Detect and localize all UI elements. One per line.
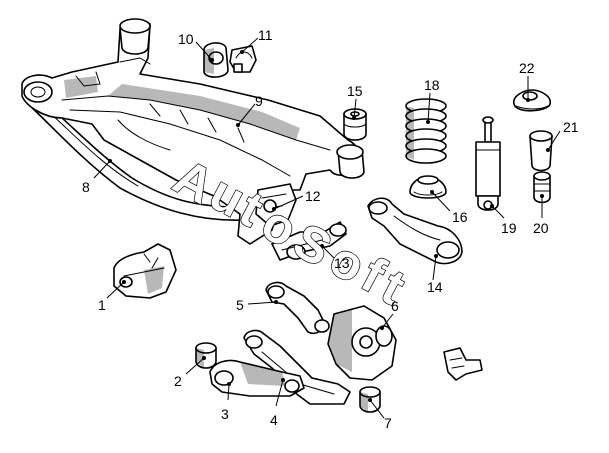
dust-boot-part: [529, 130, 553, 172]
clip-part: [443, 347, 483, 381]
knuckle-part: [327, 305, 397, 381]
callout-label: 13: [334, 255, 350, 271]
callout-label: 2: [174, 373, 182, 389]
callout-label: 10: [178, 31, 194, 47]
leader-lines: [93, 37, 561, 419]
callout-label: 18: [424, 77, 440, 93]
callout-label: 9: [255, 93, 263, 109]
toe-link-part: [271, 221, 347, 261]
bushing-part-2: [195, 342, 217, 369]
callout-label: 5: [236, 297, 244, 313]
mounting-bracket-part: [113, 243, 177, 299]
callout-label: 4: [270, 412, 278, 428]
coil-spring-part: [405, 98, 447, 164]
callout-label: 3: [221, 406, 229, 422]
callout-label: 7: [384, 415, 392, 431]
lower-control-arm-part: [367, 197, 463, 265]
callout-label: 14: [427, 279, 443, 295]
stabilizer-bushing-part: [203, 42, 229, 78]
callout-label: 12: [305, 188, 321, 204]
top-mount-part: [513, 89, 551, 112]
callout-label: 19: [501, 220, 517, 236]
bushing-clamp-part: [229, 45, 257, 73]
callout-label: 20: [533, 220, 549, 236]
callout-label: 22: [519, 60, 535, 76]
callout-label: 21: [563, 119, 579, 135]
callout-labels: 1 2 3 4 5 6 7 8 9 10 11 12 13 14 15 16 1…: [82, 27, 579, 431]
callout-label: 8: [82, 179, 90, 195]
shock-absorber-part: [475, 116, 501, 211]
rubber-bushing-part: [343, 108, 367, 141]
callout-label: 11: [258, 27, 273, 43]
callout-label: 16: [452, 209, 468, 225]
callout-label: 6: [391, 298, 399, 314]
callout-label: 15: [347, 83, 363, 99]
lower-link-arm-part: [209, 359, 305, 397]
bump-stop-part: [533, 171, 551, 204]
spring-seat-part: [409, 175, 447, 199]
upper-control-arm-part: [265, 281, 330, 335]
callout-label: 1: [98, 297, 106, 313]
